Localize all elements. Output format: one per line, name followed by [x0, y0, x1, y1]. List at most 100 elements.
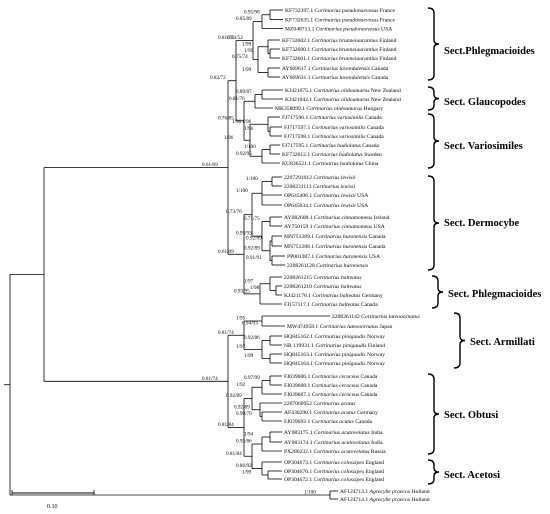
taxon-location: China [364, 161, 379, 167]
support-value: 0.93/95 [234, 288, 250, 294]
taxon-label: FJ717598.1 Cortinarius variosimilis Cana… [284, 134, 384, 140]
taxon-species: Agrocybe praecox [369, 497, 411, 503]
support-value: 1/96 [242, 119, 252, 125]
taxon-accession: KF732602.1 [282, 38, 312, 44]
taxon-accession: KJ421042.1 [285, 97, 314, 103]
taxon-label: KF732397.1 Cortinarius pseudonaevosus Fr… [285, 8, 396, 14]
taxon-species: Cortinarius balteatus [312, 293, 360, 299]
support-value: 0.83/72 [210, 75, 226, 81]
support-value: 0.81/84 [218, 422, 234, 428]
taxon-accession: FJ039608.1 [284, 383, 312, 389]
taxon-accession: KF732612.1 [282, 152, 312, 158]
taxon-species: Cortinarius variosimilis [310, 115, 364, 121]
taxon-label: OP645406.1 Cortinarius lewisii USA [284, 193, 368, 199]
taxon-accession: 2208261215 [284, 275, 313, 281]
taxon-species: Cortinarius variosimilis [312, 125, 366, 131]
taxon-species: Cortinarius acutovelatus [314, 440, 370, 446]
taxon-label: PX286232.1 Cortinarius acutovelatus Russ… [284, 449, 386, 455]
taxon-label: HQ845162.1 Cortinarius pinigaudis Norway [284, 334, 385, 340]
taxon-species: Cortinarius badiolatus [312, 152, 363, 158]
taxon-label: PP001387.1 Cortinarius huronensis USA [287, 254, 380, 260]
taxon-species: Cortinarius ceraceus [312, 392, 359, 398]
taxon-species: Cortinarius lewisii [313, 175, 356, 181]
taxon-accession: HQ845164.1 [284, 361, 314, 367]
taxon-location: Canada [370, 66, 389, 72]
taxon-accession: FJ717596.1 [282, 115, 310, 121]
section-bracket [453, 312, 466, 369]
taxon-accession: NR 119931.1 [284, 343, 315, 349]
taxon-location: England [364, 469, 384, 475]
taxon-label: KF732635.1 Cortinarius pseudonaevosus Fr… [285, 18, 396, 24]
taxon-location: Holland [410, 489, 430, 495]
taxon-label: KF732612.1 Cortinarius badiolatus Sweden [282, 152, 382, 158]
taxon-label: 2208261142 Cortinarius luteooornatus [332, 314, 420, 320]
taxon-accession: AY750159.1 [284, 224, 314, 230]
taxon-location: Germany [356, 410, 378, 416]
taxon-label: FJ039692.1 Cortinarius acutus Canada [284, 419, 372, 425]
taxon-accession: AF430290.1 [284, 410, 314, 416]
taxon-accession: HQ845162.1 [284, 334, 314, 340]
taxon-label: MN751289.1 Cortinarius huronensis Canada [284, 234, 386, 240]
taxon-accession: 2207291012 [284, 175, 313, 181]
taxon-species: Cortinarius luteooornatus [361, 314, 420, 320]
taxon-location: Hungary [362, 106, 383, 112]
taxon-location: Norway [366, 361, 386, 367]
taxon-species: Cortinarius acutovelatus [314, 449, 370, 455]
taxon-label: 2207060952 Cortinarius acutus [284, 401, 356, 407]
taxon-accession: FJ717597.1 [284, 125, 312, 131]
taxon-location: Sweden [363, 152, 382, 158]
support-values: 0.95/980.85/891/991/991/990.75/740.63/52… [202, 9, 316, 495]
scale-bar-label: 0.10 [47, 504, 58, 510]
taxon-species: Cortinarius balteatus [313, 284, 361, 290]
taxon-label: AY082608.1 Cortinarius cinnamomeus Irela… [284, 215, 390, 221]
taxon-location: India [370, 430, 383, 436]
taxon-location: France [378, 18, 395, 24]
taxon-accession: OP645034.1 [284, 203, 314, 209]
section-label: Sect. Obtusi [444, 410, 498, 421]
taxon-location: Canada [367, 234, 386, 240]
support-value: 1/97 [236, 344, 246, 350]
section-label: Sect.Phlegmacioides [444, 46, 535, 57]
taxon-species: Cortinarius luteooornatus [320, 324, 379, 330]
support-value: 0.92/86 [236, 439, 252, 445]
support-value: 1/100 [304, 490, 316, 496]
taxon-label: MZ048713.1 Cortinarius pseudonaevosus US… [285, 27, 392, 33]
support-value: 1/100 [236, 188, 248, 194]
taxon-label: 2208261128 Cortinarius huronensis [287, 263, 368, 269]
section-bracket [427, 113, 440, 169]
taxon-species: Cortinarius pseudonaevosus [315, 8, 379, 14]
support-value: 0.63/52 [227, 35, 243, 41]
taxon-accession: KU836521.1 [282, 161, 312, 167]
taxon-species: Cortinarius huronensis [315, 244, 367, 250]
taxon-label: MN751288.1 Cortinarius huronensis Canada [284, 244, 386, 250]
support-value: 1/97 [244, 278, 254, 284]
support-value: 0.86/92 [236, 463, 252, 469]
support-value: 0.95/93 [236, 231, 252, 237]
taxon-accession: PX286232.1 [284, 449, 314, 455]
taxon-label: OP645034.1 Cortinarius lewisii USA [284, 203, 368, 209]
taxon-label: AY750159.1 Cortinarius cinnamomeus USA [284, 224, 385, 230]
scale-bar: 0.10 [11, 490, 95, 510]
taxon-location: Finland [366, 343, 385, 349]
taxon-species: Cortinarius acutus [314, 410, 356, 416]
taxon-species: Cortinarius olidoamarus [314, 88, 370, 94]
taxon-species: Cortinarius ceraceus [312, 374, 359, 380]
taxon-accession: MN751289.1 [284, 234, 315, 240]
support-value: 0.61/69 [218, 249, 234, 255]
taxon-species: Cortinarius pseudonaevosus [315, 18, 379, 24]
taxon-label: MW474958.1 Cortinarius luteooornatus Jap… [287, 324, 393, 330]
taxon-location: Canada [359, 392, 378, 398]
taxon-label: KJ421176.1 Cortinarius balteatus Germany [284, 293, 383, 299]
taxon-species: Cortinarius huronensis [316, 263, 368, 269]
taxon-species: Cortinarius pinigaudis [314, 361, 365, 367]
taxon-location: Finland [378, 56, 397, 62]
taxon-accession: MZ048713.1 [285, 27, 316, 33]
taxon-label: KF732602.1 Cortinarius brunneiaurantius … [282, 38, 397, 44]
section-bracket [427, 86, 440, 111]
taxon-label: FJ157117.1 Cortinarius balteatus Canada [284, 302, 378, 308]
taxon-accession: MW474958.1 [287, 324, 320, 330]
section-bracket [427, 373, 440, 455]
taxon-label: 2208231113 Cortinarius lewisii [284, 184, 356, 190]
section-label: Sect. Armillati [470, 337, 535, 348]
